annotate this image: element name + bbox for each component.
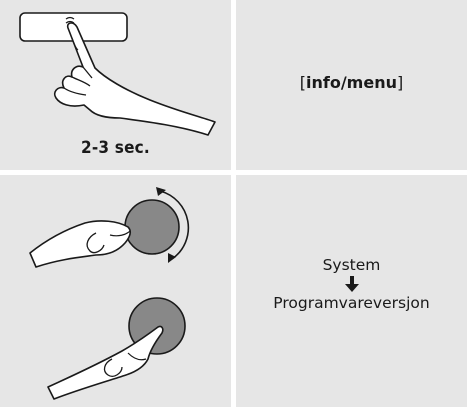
press-indicator-icon: [65, 16, 75, 20]
hand-outline: [53, 22, 216, 136]
rotary-knob-icon: [124, 199, 180, 255]
key-name-info: info: [306, 73, 341, 92]
hand-pressing-button-illustration: [19, 12, 216, 136]
down-arrow-icon: [344, 276, 359, 292]
key-separator: /: [340, 73, 347, 92]
instruction-cell-menu-path: System Programvareversjon: [236, 175, 467, 407]
close-bracket: ]: [396, 73, 404, 92]
knob-illustration: [29, 187, 190, 400]
instruction-cell-key: [info/menu]: [236, 0, 467, 170]
open-bracket: [: [299, 73, 306, 92]
hand-rotating-outline: [29, 220, 131, 268]
hold-duration-label: 2-3 sec.: [81, 138, 150, 158]
instruction-cell-press-hold: 2-3 sec.: [0, 0, 231, 170]
rotate-arrow-icon: [159, 190, 190, 260]
key-label: [info/menu]: [236, 73, 467, 92]
menu-item-software-version: Programvareversjon: [273, 294, 430, 312]
menu-path: System Programvareversjon: [236, 255, 467, 313]
menu-item-system: System: [322, 256, 381, 274]
key-name-menu: menu: [346, 73, 397, 92]
hand-pressing-outline: [47, 325, 164, 400]
instruction-cell-knob: [0, 175, 231, 407]
